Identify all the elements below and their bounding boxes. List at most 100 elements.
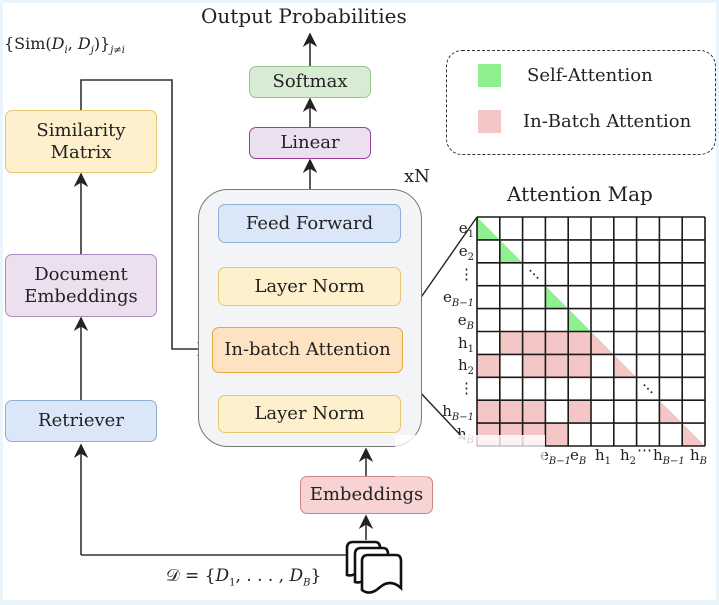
row-label: eB−1 xyxy=(428,288,474,309)
row-label: ⋮ xyxy=(428,265,474,283)
arrow-simmatrix-to-inbatch xyxy=(80,79,212,357)
similarity-set-label: {Sim(Di, Dj)}j≠i xyxy=(4,34,125,57)
in-batch-cell xyxy=(522,423,546,446)
softmax-box: Softmax xyxy=(249,66,371,98)
row-label-sub: 2 xyxy=(467,366,474,378)
row-label-sub: B xyxy=(466,320,474,332)
row-label-base: ⋮ xyxy=(459,379,474,398)
in-batch-cell xyxy=(499,331,523,355)
row-label: hB xyxy=(428,425,474,446)
documents-set-label: 𝒟 = {D1, . . . , DB} xyxy=(166,566,322,589)
diagonal-ellipsis-dot xyxy=(533,273,535,276)
row-label-sub: B−1 xyxy=(451,297,474,309)
in-batch-attention-box: In-batch Attention xyxy=(212,327,403,373)
row-label: eB xyxy=(428,311,474,332)
row-label-base: e xyxy=(443,287,452,306)
self-attention-triangle xyxy=(545,285,569,309)
layer-norm-top-box: Layer Norm xyxy=(218,267,401,306)
self-attention-triangle xyxy=(568,308,591,332)
col-label: h1 xyxy=(595,446,611,467)
layer-norm-bottom-box: Layer Norm xyxy=(218,395,401,433)
row-label-base: h xyxy=(456,425,467,444)
row-label-base: e xyxy=(458,241,468,260)
in-batch-triangle xyxy=(659,400,683,424)
legend: Self-Attention In-Batch Attention xyxy=(446,50,716,155)
diagonal-ellipsis-dot xyxy=(529,269,532,272)
legend-swatch-self-attention xyxy=(478,64,501,87)
diagonal-ellipsis-dot xyxy=(647,387,649,390)
in-batch-cell xyxy=(522,354,546,378)
similarity-matrix-box: Similarity Matrix xyxy=(5,110,157,173)
retriever-box: Retriever xyxy=(5,400,157,442)
row-label-sub: 1 xyxy=(467,229,474,240)
col-label-sub: B xyxy=(578,456,587,467)
col-label: ⋯ xyxy=(637,441,652,459)
diagonal-ellipsis-dot xyxy=(643,384,646,387)
in-batch-cell xyxy=(477,423,500,446)
row-label: ⋮ xyxy=(428,379,474,397)
in-batch-cell xyxy=(499,423,523,446)
row-label-base: h xyxy=(442,402,452,421)
col-label-sub: 2 xyxy=(629,456,637,467)
col-label-base: h xyxy=(595,446,605,464)
in-batch-triangle xyxy=(591,331,614,355)
in-batch-cell xyxy=(499,400,523,424)
in-batch-cell xyxy=(522,331,546,355)
col-label: h2 xyxy=(620,446,636,467)
row-label-base: h xyxy=(457,333,468,352)
col-label: hB−1 xyxy=(653,446,685,467)
row-label-base: e xyxy=(457,310,467,329)
col-label-base: e xyxy=(570,446,579,464)
row-label: e2 xyxy=(428,242,474,263)
col-label-base: e xyxy=(540,446,549,464)
in-batch-cell xyxy=(477,400,500,424)
legend-label-self-attention: Self-Attention xyxy=(527,65,653,86)
in-batch-triangle xyxy=(613,354,637,378)
col-label-sub: B−1 xyxy=(662,456,685,467)
document-stack-icon xyxy=(345,540,403,594)
col-label: eB−1 xyxy=(540,446,571,467)
legend-swatch-in-batch-attention xyxy=(478,110,501,133)
self-attention-triangle xyxy=(477,217,500,240)
diagonal-ellipsis-dot xyxy=(650,391,653,394)
embeddings-box: Embeddings xyxy=(300,476,433,514)
feed-forward-box: Feed Forward xyxy=(218,204,401,243)
row-label-base: h xyxy=(457,356,468,375)
col-label: hB xyxy=(690,446,707,467)
row-label-sub: B xyxy=(466,435,474,447)
in-batch-cell xyxy=(545,331,569,355)
row-label-base: e xyxy=(458,219,468,237)
col-label-base: h xyxy=(620,446,630,464)
row-label: h1 xyxy=(428,334,474,355)
legend-label-in-batch-attention: In-Batch Attention xyxy=(523,111,692,132)
col-label-base: ⋯ xyxy=(637,441,652,459)
in-batch-cell xyxy=(568,331,591,355)
attention-map-title: Attention Map xyxy=(507,182,653,206)
in-batch-cell xyxy=(545,354,569,378)
col-label: eB xyxy=(570,446,586,467)
in-batch-cell xyxy=(522,400,546,424)
row-label-sub: B−1 xyxy=(451,412,474,424)
col-label-sub: B−1 xyxy=(548,456,571,467)
in-batch-cell xyxy=(568,354,591,378)
document-embeddings-box: Document Embeddings xyxy=(5,254,157,317)
repeat-label: xN xyxy=(404,166,430,187)
output-probabilities-label: Output Probabilities xyxy=(201,4,407,28)
attention-map-grid xyxy=(476,216,706,447)
in-batch-triangle xyxy=(682,423,705,446)
col-label-sub: B xyxy=(699,456,708,467)
col-label-sub: 1 xyxy=(604,456,612,467)
in-batch-cell xyxy=(545,423,569,446)
self-attention-triangle xyxy=(499,239,523,263)
row-label-sub: 1 xyxy=(467,343,474,355)
row-label: hB−1 xyxy=(428,402,474,423)
row-label: e1 xyxy=(428,219,474,240)
col-label-base: h xyxy=(653,446,663,464)
row-label-sub: 2 xyxy=(467,251,474,263)
row-label: h2 xyxy=(428,356,474,377)
in-batch-cell xyxy=(568,400,591,424)
row-label-base: ⋮ xyxy=(459,264,474,283)
in-batch-cell xyxy=(477,354,500,378)
col-label-base: h xyxy=(690,446,700,464)
